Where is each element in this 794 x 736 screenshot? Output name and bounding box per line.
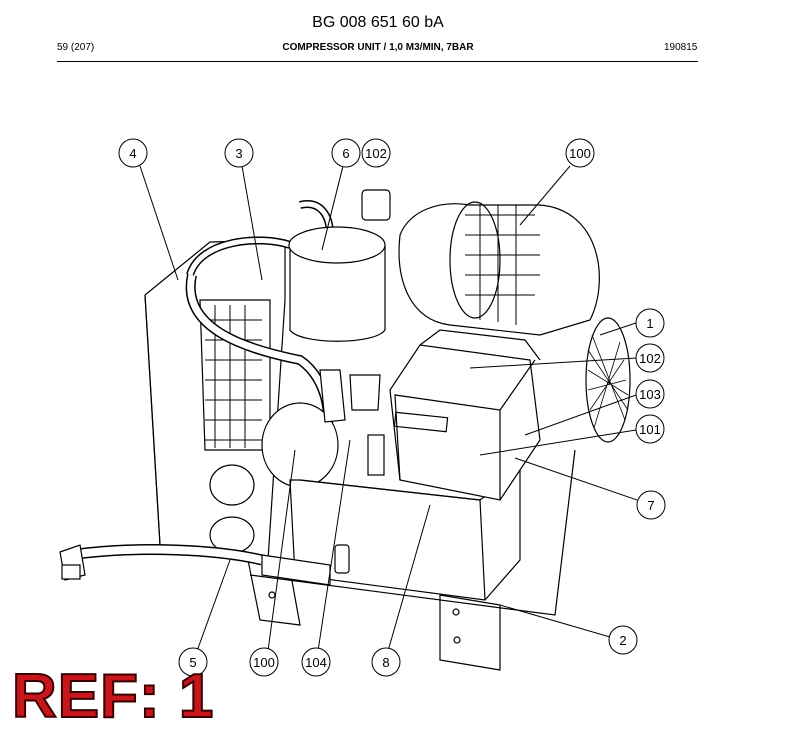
- callout-5: 5: [178, 647, 208, 677]
- callout-104: 104: [301, 647, 331, 677]
- svg-text:1: 1: [646, 316, 653, 331]
- svg-text:100: 100: [253, 655, 275, 670]
- svg-text:2: 2: [619, 633, 626, 648]
- svg-text:101: 101: [639, 422, 661, 437]
- svg-text:5: 5: [189, 655, 196, 670]
- callout-4: 4: [118, 138, 148, 168]
- compressor-illustration: [59, 189, 631, 671]
- svg-text:6: 6: [342, 146, 349, 161]
- callout-6: 6: [331, 138, 361, 168]
- callout-3: 3: [224, 138, 254, 168]
- callout-102-right: 102: [635, 343, 665, 373]
- callout-100-bottom: 100: [249, 647, 279, 677]
- svg-text:3: 3: [235, 146, 242, 161]
- header-rule: [57, 61, 698, 62]
- svg-text:8: 8: [382, 655, 389, 670]
- callout-100-top: 100: [565, 138, 595, 168]
- document-title: COMPRESSOR UNIT / 1,0 M3/MIN, 7BAR: [282, 42, 474, 53]
- svg-text:4: 4: [129, 146, 136, 161]
- callout-101: 101: [635, 414, 665, 444]
- callout-102-top: 102: [361, 138, 391, 168]
- svg-text:7: 7: [647, 498, 654, 513]
- callout-8: 8: [371, 647, 401, 677]
- leader-lines: [139, 165, 638, 652]
- callout-7: 7: [636, 490, 666, 520]
- svg-text:102: 102: [639, 351, 661, 366]
- page-number: 59 (207): [57, 42, 95, 53]
- callout-103: 103: [635, 379, 665, 409]
- callout-1: 1: [635, 308, 665, 338]
- svg-text:103: 103: [639, 387, 661, 402]
- ref-stamp: REF: 1: [11, 662, 215, 731]
- callouts: 4 3 6 102 100 1 102 103 101 7 2 5 100 10…: [118, 138, 666, 677]
- callout-2: 2: [608, 625, 638, 655]
- svg-text:104: 104: [305, 655, 327, 670]
- document-date: 190815: [664, 42, 698, 53]
- document-number: BG 008 651 60 bA: [312, 14, 444, 31]
- svg-text:100: 100: [569, 146, 591, 161]
- svg-text:102: 102: [365, 146, 387, 161]
